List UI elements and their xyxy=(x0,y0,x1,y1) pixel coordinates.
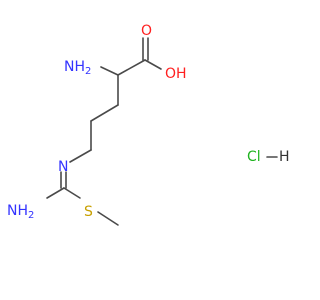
atom-labels: NH2 O OH N NH2 S xyxy=(7,23,187,221)
bond-c-oh xyxy=(144,59,162,70)
imine-nitrogen-label: N xyxy=(58,159,68,175)
amine-nh-text: NH xyxy=(64,59,85,75)
amidine-h2-subscript: 2 xyxy=(28,210,34,221)
carbonyl-oxygen-label: O xyxy=(141,23,152,39)
sulfur-label: S xyxy=(84,204,93,220)
amidine-nitrogen-label: NH2 xyxy=(7,203,34,221)
amine-h2-subscript: 2 xyxy=(85,66,91,77)
bond-calpha-ccooh xyxy=(117,59,146,76)
bond-c-nh2 xyxy=(46,187,65,199)
amidine-nh-text: NH xyxy=(7,203,28,219)
hydrogen-label: H xyxy=(279,149,290,165)
hydrochloride-salt: Cl H xyxy=(247,149,290,165)
molecule-diagram: NH2 O OH N NH2 S Cl H xyxy=(7,23,290,226)
hydroxyl-label: OH xyxy=(165,66,187,82)
chlorine-label: Cl xyxy=(247,149,261,165)
bond-s-ch3 xyxy=(97,211,119,226)
bond-cdelta-n xyxy=(69,149,92,163)
amine-nitrogen-label: NH2 xyxy=(64,59,91,77)
bond-cbeta-cgamma xyxy=(90,104,119,122)
bond-calpha-n xyxy=(100,66,119,76)
bond-group xyxy=(46,37,162,226)
bond-c-s xyxy=(63,187,81,199)
